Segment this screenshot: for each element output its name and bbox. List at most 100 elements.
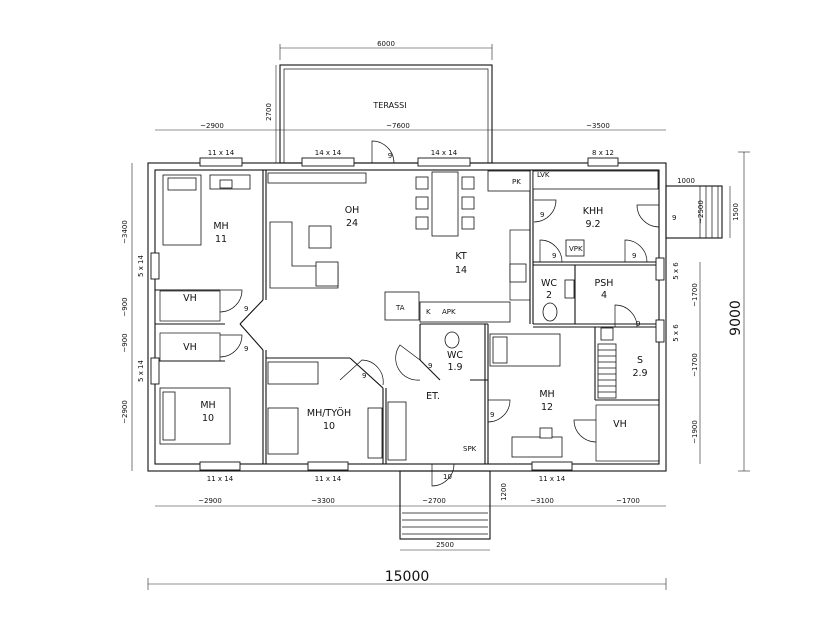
door-psh-label: 9 <box>632 252 636 260</box>
dim-total-depth: 9000 <box>728 300 744 336</box>
apk-label: APK <box>442 308 456 316</box>
door-sauna-label: 9 <box>636 320 640 328</box>
sink-wc2 <box>564 279 575 299</box>
toilet-wc19 <box>444 331 460 349</box>
window-label-w2: 14 x 14 <box>315 149 342 157</box>
door-mhtyoh <box>339 359 384 386</box>
door-mh12-label: 9 <box>490 411 494 419</box>
window-label-w1: 11 x 14 <box>208 149 235 157</box>
dim-bottom-2900: ~2900 <box>198 497 222 505</box>
door-khh-bottom-label: 9 <box>552 252 556 260</box>
vh-upper-label: VH <box>183 293 197 304</box>
window-w1 <box>199 157 243 167</box>
dim-right-1700b: ~1700 <box>691 353 699 377</box>
door-wc19 <box>395 344 421 381</box>
room-wc19-area: 1.9 <box>447 362 462 373</box>
dim-bottom-1700: ~1700 <box>616 497 640 505</box>
room-mh12-name: MH <box>539 389 554 400</box>
window-label-w4: 8 x 12 <box>592 149 614 157</box>
fridge <box>509 263 527 283</box>
door-vh-lower <box>219 334 243 358</box>
pillow-mh10 <box>162 391 176 441</box>
windows: 11 x 14 14 x 14 14 x 14 8 x 12 5 x 14 5 … <box>137 149 680 483</box>
window-w2 <box>301 157 355 167</box>
room-labels: OH 24 KT 14 KHH 9.2 MH 11 MH 10 MH/TYÖH … <box>183 205 647 432</box>
door-terrace-label: 9 <box>388 152 392 160</box>
chair-3 <box>415 216 429 230</box>
dining-table <box>431 171 459 237</box>
dim-top-right: ~3500 <box>586 122 610 130</box>
dimension-lines: 6000 2700 ~2900 ~7600 ~3500 1000 ~2500 1… <box>121 40 750 590</box>
room-wc2-name: WC <box>541 278 557 289</box>
dim-left-900b: ~900 <box>121 333 129 352</box>
pk-label: PK <box>512 178 521 186</box>
dim-porch-top: 1000 <box>677 177 695 185</box>
room-s-name: S <box>637 355 643 366</box>
door-khh <box>533 199 557 223</box>
window-label-w7: 11 x 14 <box>207 475 234 483</box>
door-khh-bottom <box>539 239 563 263</box>
chair-2 <box>415 196 429 210</box>
window-w11 <box>655 319 665 343</box>
window-label-w8: 11 x 14 <box>315 475 342 483</box>
dim-right-1700a: ~1700 <box>691 283 699 307</box>
terrace: TERASSI <box>279 64 493 164</box>
door-back-label: 9 <box>672 214 676 222</box>
armchair <box>315 261 339 287</box>
window-label-w5: 5 x 14 <box>137 254 145 277</box>
dim-left-2900: ~2900 <box>121 400 129 424</box>
window-label-w11: 5 x 6 <box>672 324 680 342</box>
room-oh-name: OH <box>345 205 360 216</box>
door-vh-right <box>573 419 597 443</box>
window-label-w9: 11 x 14 <box>539 475 566 483</box>
fireplace <box>384 291 420 321</box>
dim-entry-width: 2500 <box>436 541 454 549</box>
room-psh-name: PSH <box>595 278 614 289</box>
room-wc2-area: 2 <box>546 290 552 301</box>
room-mh10-name: MH <box>200 400 215 411</box>
door-entry-label: 10 <box>443 473 452 481</box>
front-steps <box>399 470 491 540</box>
chair-mh11 <box>219 179 233 189</box>
window-w3 <box>417 157 471 167</box>
chair-mh12 <box>539 427 553 439</box>
dim-porch-width: ~2500 <box>697 200 705 224</box>
room-mh11-area: 11 <box>215 234 227 245</box>
window-label-w6: 5 x 14 <box>137 359 145 382</box>
ta-label: TA <box>395 304 405 312</box>
desk-mhtyoh <box>267 361 319 385</box>
dim-bottom-3300: ~3300 <box>311 497 335 505</box>
pillow-mh11 <box>167 177 197 191</box>
room-mh12-area: 12 <box>541 402 553 413</box>
door-vh-upper <box>219 289 243 313</box>
vpk-label: VPK <box>569 245 583 253</box>
vh-middle-label: VH <box>183 342 197 353</box>
window-w8 <box>307 461 349 471</box>
door-back <box>636 204 660 228</box>
chair-6 <box>461 216 475 230</box>
room-psh-area: 4 <box>601 290 607 301</box>
room-kt-name: KT <box>455 251 466 262</box>
window-w5 <box>150 252 160 280</box>
room-khh-name: KHH <box>583 206 604 217</box>
room-mhtyoh-area: 10 <box>323 421 335 432</box>
back-porch <box>665 185 723 239</box>
dim-left-3400: ~3400 <box>121 220 129 244</box>
window-label-w3: 14 x 14 <box>431 149 458 157</box>
furniture: PK LVK TA K APK L VPK SPK <box>159 170 659 461</box>
doors: 9 9 9 9 9 9 9 9 9 9 9 10 <box>219 140 676 487</box>
dim-left-900a: ~900 <box>121 297 129 316</box>
interior-walls <box>155 170 660 464</box>
dim-porch-side: 1500 <box>732 203 740 221</box>
pillow-mh12 <box>492 336 508 364</box>
window-w6 <box>150 357 160 385</box>
spk-label: SPK <box>463 445 477 453</box>
dim-bottom-2700: ~2700 <box>422 497 446 505</box>
window-w4 <box>587 157 619 167</box>
window-w9 <box>531 461 573 471</box>
sauna-benches <box>597 327 617 399</box>
kitchen-counter <box>419 301 511 323</box>
vh-right-label: VH <box>613 419 627 430</box>
chair-4 <box>461 176 475 190</box>
room-oh-area: 24 <box>346 218 358 229</box>
